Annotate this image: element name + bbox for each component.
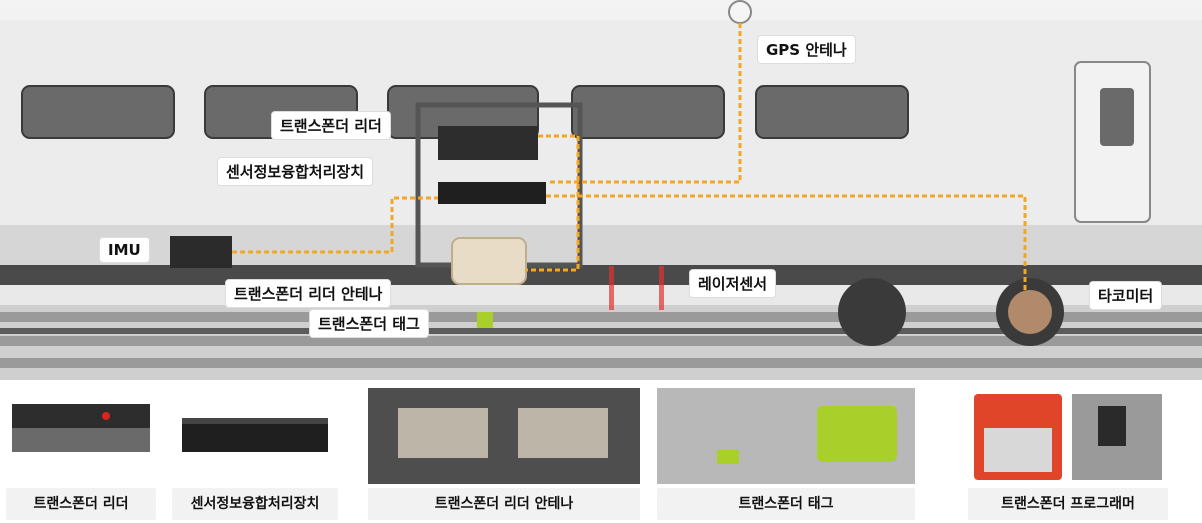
transponder-tag-photo	[657, 388, 915, 484]
reader-antenna-label: 트랜스폰더 리더 안테나	[226, 280, 391, 307]
transponder-reader-label: 트랜스폰더 리더	[272, 112, 390, 139]
gps-antenna-label: GPS 안테나	[758, 36, 855, 63]
fusion-unit-label: 센서정보융합처리장치	[218, 158, 373, 185]
tachometer-device	[1008, 290, 1052, 334]
window-1	[21, 85, 175, 139]
sleepers	[0, 312, 1202, 368]
fusion-unit-photo	[172, 388, 338, 484]
caption-fusion-unit: 센서정보융합처리장치	[172, 488, 338, 520]
laser-beam-1	[609, 266, 614, 310]
caption-reader-antenna: 트랜스폰더 리더 안테나	[368, 488, 640, 520]
transponder-tag-label: 트랜스폰더 태그	[310, 310, 428, 337]
fusion-unit-photo-image	[182, 418, 328, 452]
transponder-reader-device	[438, 126, 538, 160]
train-scene	[0, 0, 1202, 380]
caption-transponder-tag: 트랜스폰더 태그	[657, 488, 915, 520]
tachometer-label: 타코미터	[1090, 282, 1162, 309]
gps-antenna-device	[728, 0, 752, 24]
wheel-1	[838, 278, 906, 346]
wiring	[232, 23, 1027, 290]
reader-photo	[6, 388, 156, 484]
reader-antenna-photo-image	[368, 388, 640, 484]
window-5	[755, 85, 909, 139]
transponder-tag-photo-image	[657, 388, 915, 484]
rail	[0, 328, 1202, 334]
door-window	[1100, 88, 1134, 146]
caption-transponder-programmer: 트랜스폰더 프로그래머	[968, 488, 1168, 520]
fusion-unit-device	[438, 182, 546, 204]
imu-device	[170, 236, 232, 268]
reader-photo-image	[12, 404, 150, 452]
transponder-tag-device	[477, 312, 493, 328]
imu-label: IMU	[100, 238, 149, 262]
laser-beam-2	[659, 266, 664, 310]
transponder-programmer-photo	[968, 388, 1168, 484]
train-illustration: GPS 안테나 트랜스폰더 리더 센서정보융합처리장치 IMU 트랜스폰더 리더…	[0, 0, 1202, 380]
window-4	[571, 85, 725, 139]
reader-antenna-device	[451, 237, 527, 285]
laser-sensor-label: 레이저센서	[690, 270, 776, 297]
reader-antenna-photo	[368, 388, 640, 484]
caption-reader: 트랜스폰더 리더	[6, 488, 156, 520]
transponder-programmer-photo-image	[974, 394, 1162, 480]
